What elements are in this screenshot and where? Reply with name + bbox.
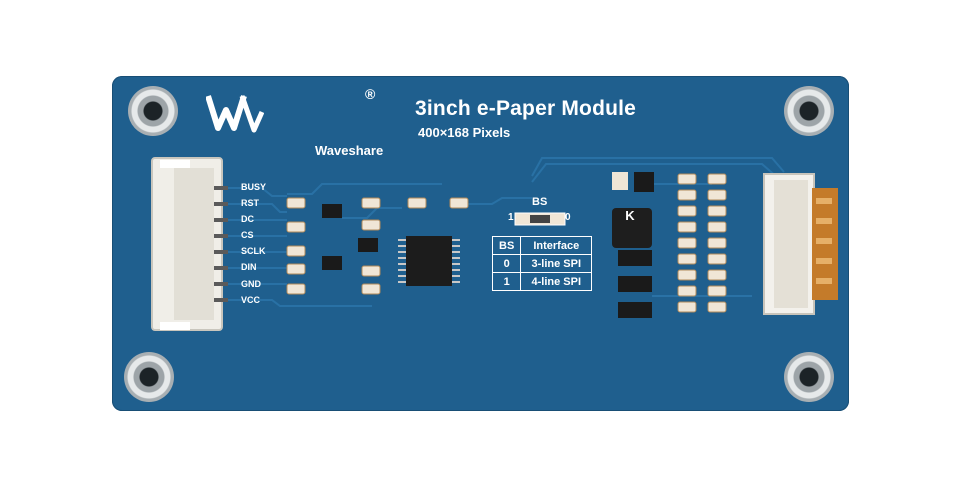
brand-name: Waveshare (315, 143, 384, 158)
table-cell-bs: 0 (491, 254, 522, 273)
board-title: 3inch e-Paper Module (415, 97, 637, 120)
waveshare-logo-icon (206, 95, 264, 133)
pin-label-rst: RST (241, 198, 259, 208)
mounting-hole-bottom-right (784, 352, 834, 402)
table-row: 1 4-line SPI (491, 272, 593, 291)
pin-label-cs: CS (241, 230, 254, 240)
component-mark-k: K (625, 208, 635, 223)
registered-mark: ® (365, 86, 376, 102)
table-cell-interface: 3-line SPI (520, 254, 593, 273)
pin-label-din: DIN (241, 262, 257, 272)
pcb-board (112, 76, 849, 411)
bs-interface-table: BS Interface 0 3-line SPI 1 4-line SPI (491, 236, 593, 291)
table-header-row: BS Interface (491, 236, 593, 255)
pcb-traces-and-components (151, 157, 838, 331)
table-cell-bs: 1 (491, 272, 522, 291)
pin-label-sclk: SCLK (241, 246, 266, 256)
bs-option-one: 1 (508, 212, 514, 223)
pin-label-gnd: GND (241, 279, 261, 289)
mounting-hole-top-left (128, 86, 178, 136)
table-cell-interface: 4-line SPI (520, 272, 593, 291)
pin-label-dc: DC (241, 214, 254, 224)
mounting-hole-bottom-left (124, 352, 174, 402)
bs-jumper-label: BS (532, 196, 548, 208)
bs-option-zero: 0 (565, 212, 571, 223)
table-header-interface: Interface (520, 236, 593, 255)
table-header-bs: BS (491, 236, 522, 255)
pin-label-vcc: VCC (241, 295, 261, 305)
board-subtitle: 400×168 Pixels (418, 125, 511, 140)
pin-label-busy: BUSY (241, 182, 267, 192)
mounting-hole-top-right (784, 86, 834, 136)
table-row: 0 3-line SPI (491, 254, 593, 273)
